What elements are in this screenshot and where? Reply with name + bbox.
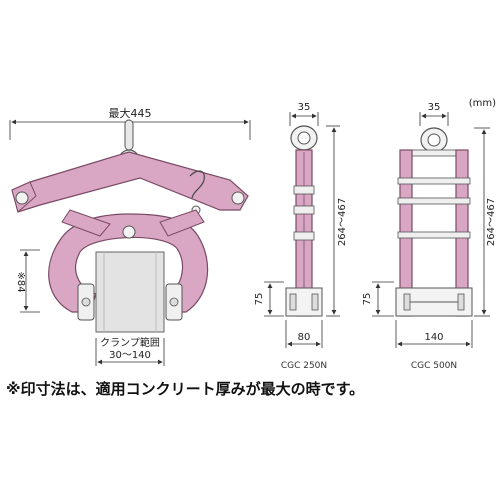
lower-jaw <box>48 213 209 313</box>
cgc250n-width-label: 80 <box>298 332 311 343</box>
clamp-range-value: 30～140 <box>109 350 151 361</box>
cgc250n-base-label: 75 <box>254 293 265 306</box>
cgc500n-height-label: 264～467 <box>486 198 497 246</box>
cgc250n-top-label: 35 <box>298 102 311 113</box>
concrete-block <box>95 251 165 333</box>
center-bolt <box>122 225 136 239</box>
cgc500n-width-label: 140 <box>424 332 443 343</box>
cgc500n-caption: CGC 500N <box>411 361 457 371</box>
width-dimension-label: 最大445 <box>109 106 152 120</box>
units-label: (mm) <box>469 98 496 109</box>
lifting-shackle <box>124 119 134 151</box>
cgc500n-front-view: (mm) 35 264～467 75 <box>362 98 497 371</box>
footnote: ※印寸法は、適用コンクリート厚みが最大の時です。 <box>6 380 365 398</box>
side-view: 最大445 ※84 <box>9 106 251 366</box>
upper-arm <box>11 151 249 213</box>
clamp-range-label: クランプ範囲 <box>100 336 160 349</box>
cgc250n-front-view: 35 264～467 75 80 CGC 250N <box>254 102 348 371</box>
cgc500n-top-label: 35 <box>428 102 441 113</box>
lock-spring <box>189 170 205 199</box>
cgc250n-height-label: 264～467 <box>337 198 348 246</box>
left-pivot-bolt <box>15 191 29 205</box>
right-pivot-bolt <box>231 191 245 205</box>
cgc500n-base-label: 75 <box>362 293 373 306</box>
height-dimension-label: ※84 <box>15 271 26 292</box>
cgc250n-caption: CGC 250N <box>281 361 327 371</box>
